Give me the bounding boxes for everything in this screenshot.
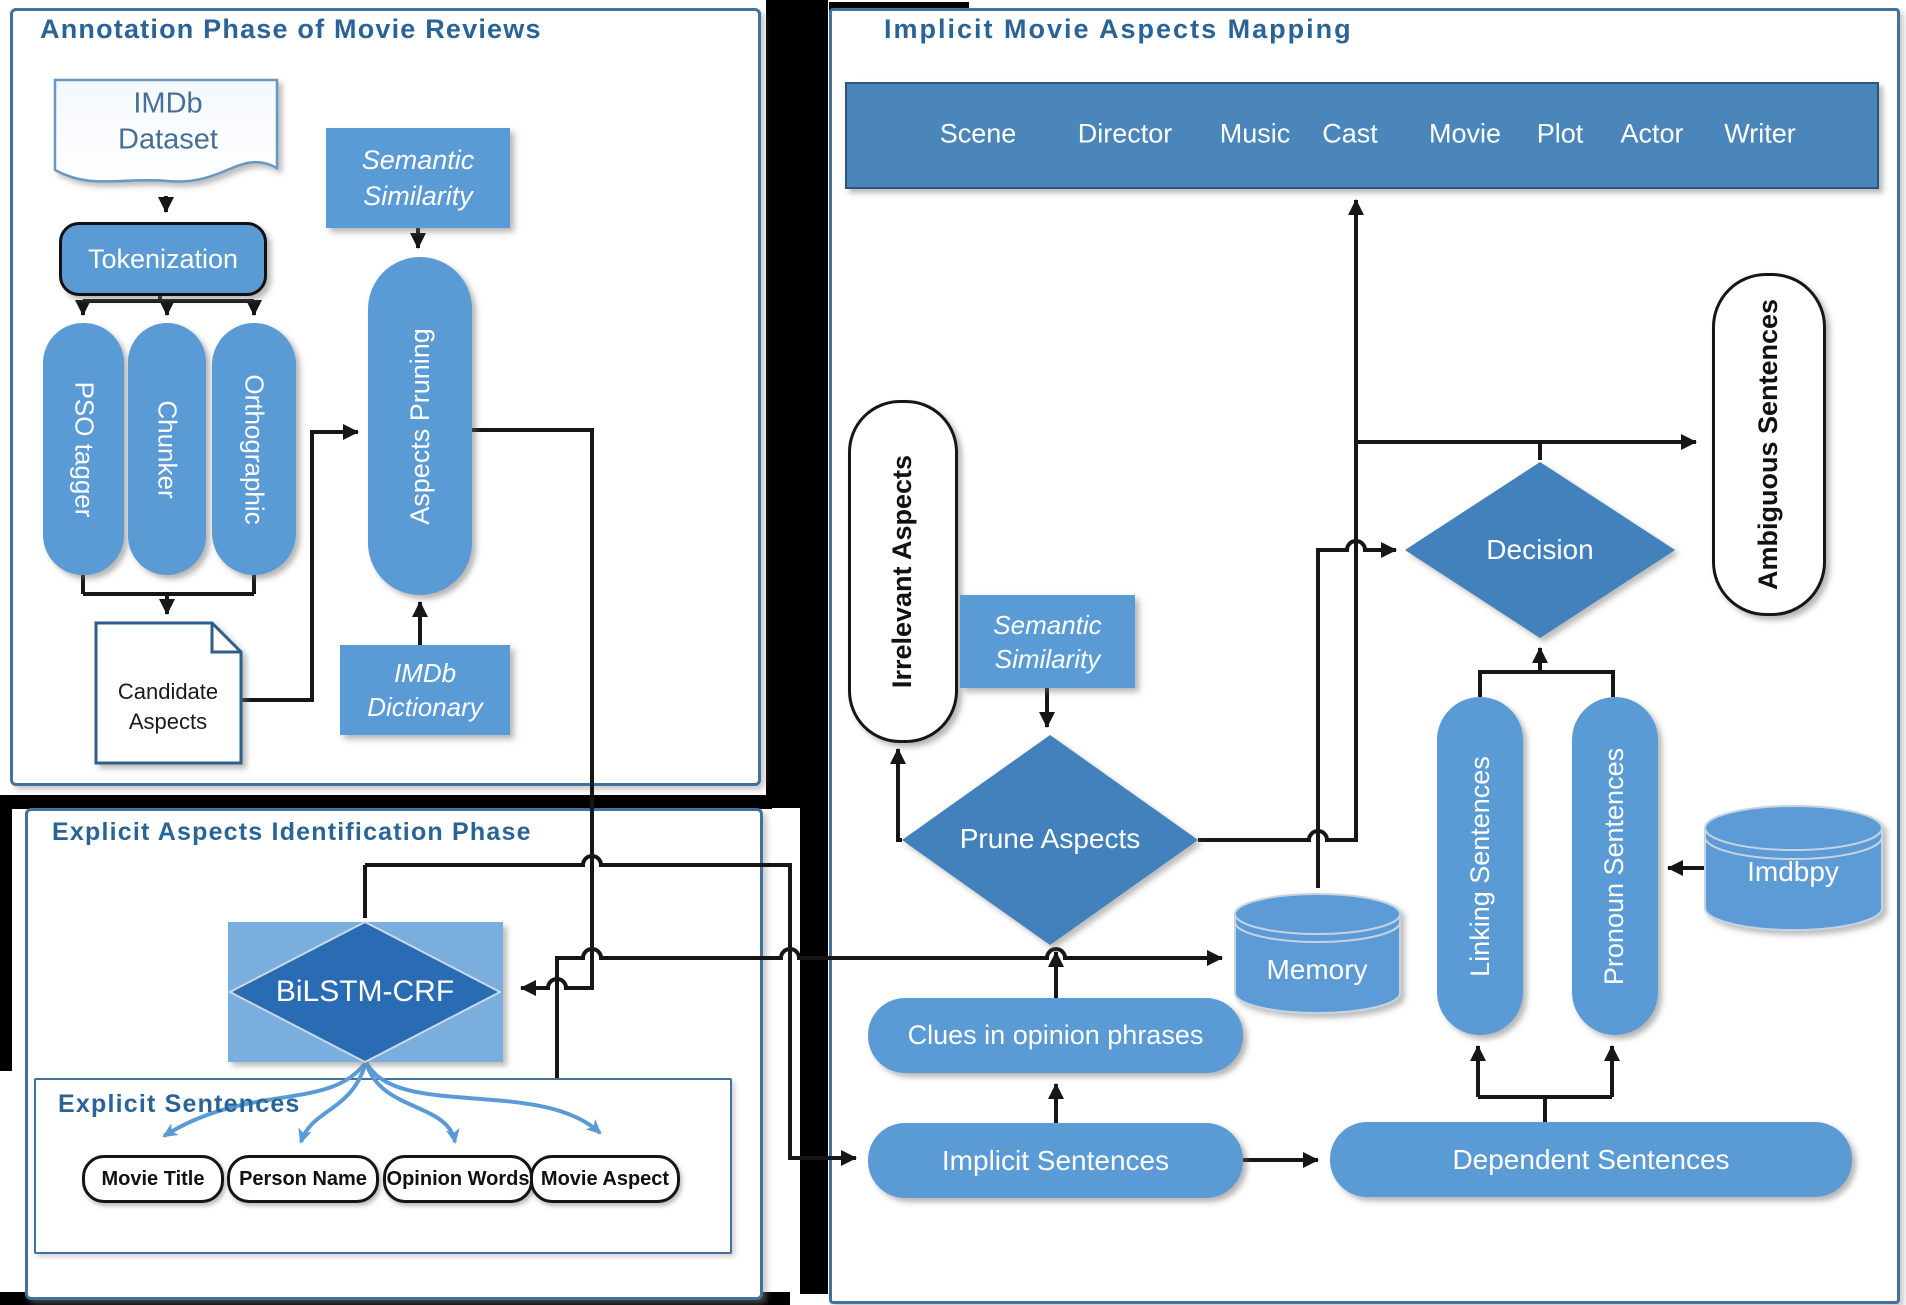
implicit-panel-title: Implicit Movie Aspects Mapping (884, 14, 1353, 44)
memory-cylinder (1233, 893, 1401, 1014)
semantic-similarity-right-node: Semantic Similarity (960, 595, 1135, 688)
chunker-node: Chunker (128, 323, 206, 575)
ambiguous-sentences-label: Ambiguous Sentences (1753, 298, 1784, 591)
imdb-dataset-label-line1: IMDb (133, 87, 203, 120)
explicit-sentences-box-title: Explicit Sentences (58, 1090, 301, 1118)
linking-sentences-label: Linking Sentences (1464, 755, 1495, 977)
header-label-writer: Writer (1724, 118, 1796, 149)
imdb-dataset-label-line2: Dataset (118, 123, 218, 156)
person-name-node: Person Name (227, 1155, 379, 1203)
bilstm-label: BiLSTM-CRF (275, 975, 455, 1008)
semantic-similarity-top-line2: Similarity (363, 181, 473, 211)
header-label-movie: Movie (1428, 118, 1502, 149)
dependent-sentences-node: Dependent Sentences (1330, 1122, 1852, 1197)
movie-aspect-label: Movie Aspect (540, 1167, 670, 1190)
pronoun-sentences-label: Pronoun Sentences (1599, 747, 1630, 985)
clues-opinion-node: Clues in opinion phrases (868, 998, 1243, 1073)
clues-opinion-label: Clues in opinion phrases (907, 1020, 1204, 1050)
header-label-plot: Plot (1536, 118, 1584, 149)
aspects-pruning-label: Aspects Pruning (404, 327, 435, 525)
implicit-sentences-label: Implicit Sentences (941, 1144, 1170, 1176)
semantic-similarity-right-line1: Semantic (993, 609, 1102, 640)
implicit-sentences-node: Implicit Sentences (868, 1123, 1243, 1198)
explicit-panel-title: Explicit Aspects Identification Phase (52, 818, 532, 846)
annotation-panel-title: Annotation Phase of Movie Reviews (40, 14, 542, 44)
divider-band-top-right (829, 2, 969, 13)
prune-aspects-label: Prune Aspects (959, 823, 1141, 854)
memory-label: Memory (1266, 954, 1368, 985)
dependent-sentences-label: Dependent Sentences (1452, 1143, 1730, 1175)
header-label-actor: Actor (1620, 118, 1684, 149)
divider-band-left (0, 803, 12, 1071)
semantic-similarity-top-line1: Semantic (361, 145, 475, 175)
imdb-dictionary-line2: Dictionary (367, 692, 483, 722)
header-label-scene: Scene (939, 118, 1017, 149)
header-label-music: Music (1219, 118, 1291, 149)
header-label-director: Director (1077, 118, 1173, 149)
movie-aspect-node: Movie Aspect (530, 1155, 680, 1203)
tokenization-node: Tokenization (59, 222, 267, 296)
candidate-aspects-line2: Aspects (128, 709, 208, 734)
pso-tagger-node: PSO tagger (43, 323, 124, 575)
imdb-dictionary-node: IMDb Dictionary (340, 645, 510, 735)
tokenization-label: Tokenization (87, 243, 239, 274)
movie-title-label: Movie Title (101, 1167, 205, 1190)
divider-band-horizontal (0, 795, 772, 809)
person-name-label: Person Name (239, 1167, 367, 1190)
aspects-pruning-node: Aspects Pruning (368, 257, 472, 595)
imdbpy-cylinder (1703, 805, 1883, 931)
header-label-cast: Cast (1322, 118, 1378, 149)
aspect-header-bar (845, 82, 1879, 189)
orthographic-label: Orthographic (239, 373, 270, 525)
imdb-dictionary-line1: IMDb (393, 658, 457, 688)
irrelevant-aspects-node: Irrelevant Aspects (848, 400, 958, 743)
pronoun-sentences-node: Pronoun Sentences (1572, 697, 1658, 1035)
semantic-similarity-right-line2: Similarity (994, 643, 1101, 674)
orthographic-node: Orthographic (212, 323, 296, 575)
chunker-label: Chunker (152, 399, 183, 499)
opinion-words-label: Opinion Words (386, 1167, 530, 1190)
prune-aspects-diamond (902, 735, 1198, 945)
semantic-similarity-top-node: Semantic Similarity (326, 128, 510, 228)
bilstm-diamond (227, 920, 503, 1064)
decision-label: Decision (1486, 534, 1594, 565)
imdb-dataset-document (53, 78, 279, 183)
pso-tagger-label: PSO tagger (69, 381, 100, 517)
movie-title-node: Movie Title (82, 1155, 224, 1203)
imdbpy-label: Imdbpy (1747, 856, 1839, 887)
candidate-aspects-document (94, 621, 243, 765)
decision-diamond (1405, 462, 1675, 638)
ambiguous-sentences-node: Ambiguous Sentences (1712, 273, 1826, 616)
divider-band-vertical-top (766, 0, 828, 808)
linking-sentences-node: Linking Sentences (1437, 697, 1523, 1035)
opinion-words-node: Opinion Words (383, 1155, 533, 1203)
candidate-aspects-line1: Candidate (117, 679, 219, 704)
divider-band-vertical-bottom (800, 806, 828, 1294)
irrelevant-aspects-label: Irrelevant Aspects (887, 454, 918, 689)
